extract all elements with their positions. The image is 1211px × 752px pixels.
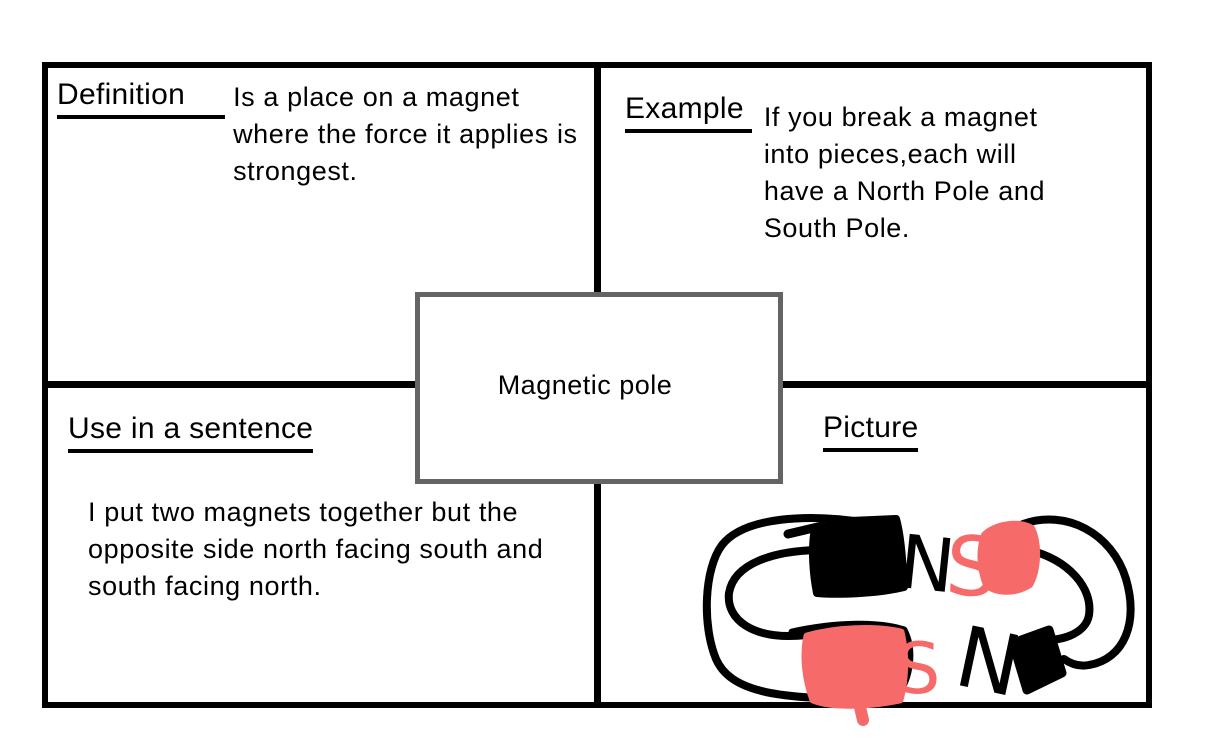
definition-text: Is a place on a magnet where the force i… <box>233 82 578 186</box>
top-magnet-south-pole <box>977 520 1040 595</box>
bottom-magnet-drip-stroke <box>853 697 869 726</box>
magnets-drawing: N S S N <box>702 514 1135 726</box>
field-line-outer-right <box>1019 515 1135 670</box>
definition-heading: Definition <box>57 78 226 119</box>
use-in-a-sentence-text: I put two magnets together but the oppos… <box>88 497 544 601</box>
field-line-inner-right <box>1025 546 1094 644</box>
bottom-magnet-north-pole <box>1008 625 1067 695</box>
top-magnet-north-label: N <box>895 519 959 610</box>
top-magnet-north-pole <box>809 515 908 598</box>
use-in-a-sentence-heading: Use in a sentence <box>68 412 314 453</box>
bottom-magnet-north-label: N <box>948 607 1030 716</box>
bottom-magnet-south-pole <box>801 625 909 709</box>
bottom-magnet-south-label: S <box>896 628 940 710</box>
example-quadrant: Example If you break a magnet into piece… <box>625 92 1084 247</box>
top-magnet-south-label: S <box>943 519 1000 617</box>
definition-quadrant: Definition Is a place on a magnet where … <box>57 78 593 190</box>
term-box: Magnetic pole <box>415 292 783 484</box>
example-heading: Example <box>625 92 752 133</box>
picture-heading: Picture <box>823 411 919 452</box>
term-text: Magnetic pole <box>497 369 673 400</box>
field-line-outer-left <box>702 514 872 703</box>
example-text: If you break a magnet into pieces,each w… <box>763 102 1046 243</box>
